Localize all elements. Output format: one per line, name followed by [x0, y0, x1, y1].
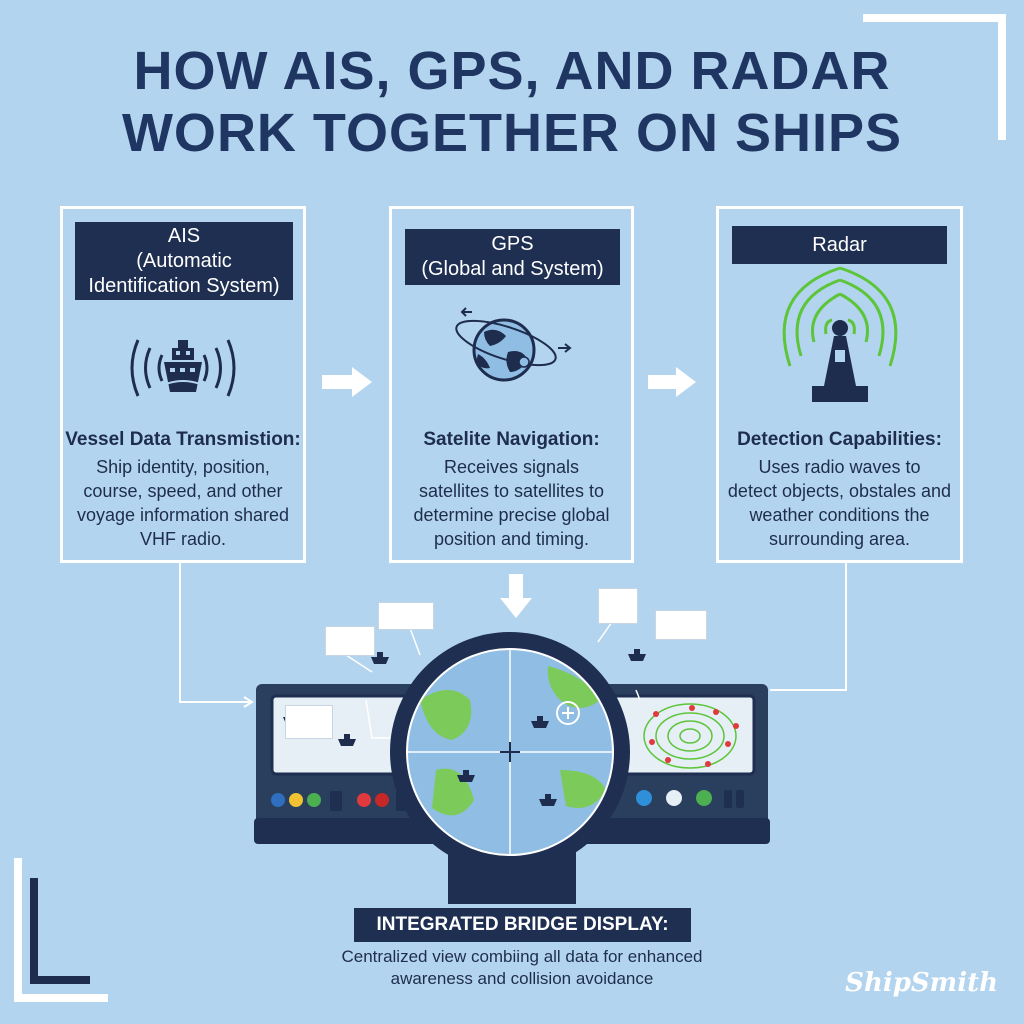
ais-desc-line-4: VHF radio. — [139, 529, 227, 549]
ais-header-line-3: Identification System) — [88, 274, 280, 297]
gps-header-line-1: GPS — [491, 233, 534, 255]
connector-ais — [179, 563, 250, 703]
gps-subtitle: Satelite Navigation: — [423, 429, 600, 450]
radar-description: Uses radio waves to detect objects, obst… — [719, 455, 960, 551]
vessel-info-tag — [285, 705, 333, 739]
gps-description: Receives signals satellites to satellite… — [392, 455, 631, 551]
corner-bracket-bottom-left-outer — [14, 858, 108, 1002]
radar-desc-line-1: Uses radio waves to — [758, 457, 921, 477]
gps-panel-header: GPS (Global and System) — [405, 229, 620, 285]
gps-header-line-2: (Global and System) — [421, 258, 604, 280]
gps-desc-line-1: Receives signals — [443, 457, 580, 477]
radar-tower-icon — [782, 266, 898, 402]
ais-header-line-1: AIS — [167, 224, 201, 247]
page-title: HOW AIS, GPS, AND RADAR WORK TOGETHER ON… — [0, 40, 1024, 164]
radar-panel: Radar Detection Capabilities: Uses radio… — [716, 206, 963, 563]
connector-radar — [770, 563, 847, 691]
ais-desc-line-3: voyage information shared — [76, 505, 290, 525]
footer-desc-line-2: awareness and collision avoidance — [390, 969, 654, 988]
gps-desc-line-3: determine precise global — [413, 505, 610, 525]
radar-scope — [643, 703, 739, 769]
gps-desc-line-2: satellites to satellites to — [418, 481, 605, 501]
ais-panel: AIS (Automatic Identification System) Ve… — [60, 206, 306, 563]
ais-header-line-2: (Automatic — [136, 249, 232, 272]
title-line-1: HOW AIS, GPS, AND RADAR — [133, 41, 891, 101]
ship-icon — [539, 794, 557, 806]
radar-subtitle: Detection Capabilities: — [737, 429, 942, 450]
integrated-display-title: INTEGRATED BRIDGE DISPLAY: — [354, 908, 691, 942]
ais-subtitle: Vessel Data Transmistion: — [65, 429, 301, 450]
ais-desc-line-2: course, speed, and other — [83, 481, 283, 501]
ship-icon — [628, 649, 646, 661]
bridge-console — [254, 632, 770, 904]
globe-satellite-icon — [455, 307, 572, 382]
ship-icon — [371, 652, 389, 664]
title-line-2: WORK TOGETHER ON SHIPS — [121, 103, 903, 163]
ais-desc-line-1: Ship identity, position, — [96, 457, 270, 477]
ship-icon — [531, 716, 549, 728]
radar-desc-line-2: detect objects, obstales and — [727, 481, 952, 501]
ship-broadcast-icon — [130, 339, 236, 397]
ais-description: Ship identity, position, course, speed, … — [63, 455, 303, 551]
ship-icon — [338, 734, 356, 746]
ais-panel-header: AIS (Automatic Identification System) — [75, 222, 293, 300]
corner-bracket-bottom-left-inner — [30, 878, 90, 984]
footer-desc-line-1: Centralized view combiing all data for e… — [341, 947, 703, 966]
brand-logo: ShipSmith — [845, 968, 998, 998]
vessel-info-tag — [325, 626, 375, 656]
radar-header-line-1: Radar — [812, 233, 867, 256]
corner-bracket-top-right — [863, 14, 1006, 140]
arrow-gps-down — [500, 574, 532, 618]
radar-panel-header: Radar — [732, 226, 947, 264]
arrow-gps-to-radar — [648, 367, 696, 397]
vessel-info-tag — [378, 602, 434, 630]
vessel-info-tag — [655, 610, 707, 640]
ship-icon — [457, 770, 475, 782]
radar-desc-line-3: weather conditions the — [749, 505, 930, 525]
gps-panel: GPS (Global and System) Satelite Navigat… — [389, 206, 634, 563]
integrated-display-description: Centralized view combiing all data for e… — [300, 946, 744, 990]
radar-desc-line-4: surrounding area. — [768, 529, 911, 549]
vessel-info-tag — [598, 588, 638, 624]
arrow-ais-to-gps — [322, 367, 372, 397]
gps-desc-line-4: position and timing. — [433, 529, 590, 549]
